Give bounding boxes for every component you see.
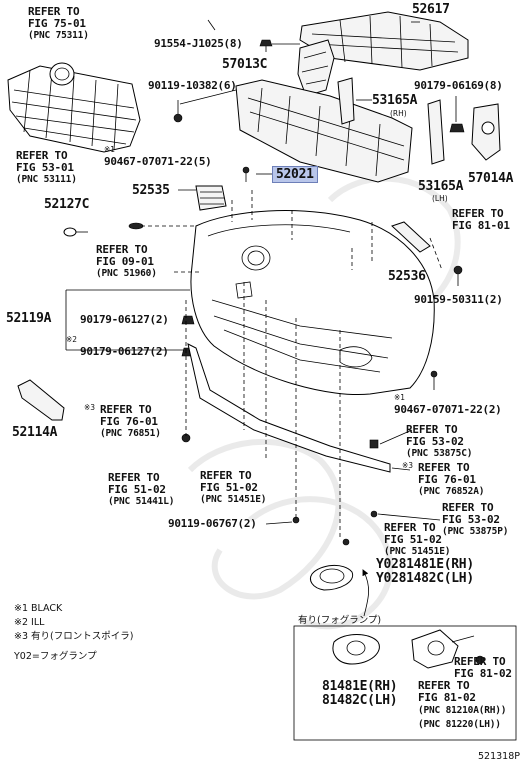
clip-90467-right — [430, 370, 438, 390]
label-53165a-lh: 53165A — [418, 179, 464, 194]
ref-fig-51-02-b: REFER TO FIG 51-02 (PNC 51451E) — [200, 469, 267, 506]
label-57013c: 57013C — [222, 57, 268, 72]
ref-fig-76-01-b: REFER TO FIG 76-01 (PNC 76852A) — [418, 461, 485, 498]
label-52536: 52536 — [388, 269, 426, 284]
fog-box-title: 有り(フォグランプ) — [298, 615, 382, 626]
label-lh: (LH) — [432, 194, 448, 203]
label-52021[interactable]: 52021 — [272, 166, 318, 183]
label-52114a: 52114A — [12, 425, 58, 440]
label-81481e: 81481E(RH) — [322, 679, 398, 694]
ref-fig-09-01: REFER TO FIG 09-01 (PNC 51960) — [96, 243, 157, 280]
diagram-code: 521318P — [478, 751, 520, 762]
mark-3-left: ※3 — [84, 403, 96, 412]
mark-2: ※2 — [66, 335, 78, 344]
label-90179-06169: 90179-06169(8) — [414, 79, 503, 92]
front-spoiler — [187, 343, 391, 473]
ref-fig-81-02-a: REFER TO FIG 81-02 — [454, 655, 512, 680]
arrow-fog — [362, 569, 369, 617]
clip-90467-top — [242, 166, 250, 182]
ref-fig-76-01-a: REFER TO FIG 76-01 (PNC 76851) — [100, 403, 161, 440]
label-90179-06127-a: 90179-06127(2) — [80, 313, 169, 326]
label-y0281481e: Y0281481E(RH) — [376, 557, 474, 572]
ref-fig-53-02-a: REFER TO FIG 53-02 (PNC 53875C) — [406, 423, 473, 460]
fog-lamp-bezel — [332, 634, 380, 665]
nut-90179-top — [449, 123, 465, 133]
fog-lamp-cover — [310, 565, 354, 591]
screw-90159 — [453, 265, 463, 286]
nut-90179-mid1 — [181, 315, 195, 325]
bolt-91554 — [259, 39, 273, 52]
license-plate-bracket-52114a — [17, 379, 65, 421]
ref-fig-53-01: REFER TO FIG 53-01 (PNC 53111) — [16, 149, 77, 186]
leader-90119 — [179, 89, 237, 105]
clip-51960 — [128, 222, 144, 230]
clip-53875c — [369, 439, 379, 449]
label-90467-right: 90467-07071-22(2) — [394, 403, 502, 416]
label-y0281482c: Y0281482C(LH) — [376, 571, 474, 586]
legend-fog: Y02=フォグランプ — [14, 651, 97, 662]
radiator-grille — [7, 65, 141, 153]
clip-53875p — [370, 510, 378, 518]
label-52617: 52617 — [412, 2, 450, 17]
ref-fig-51-02-a: REFER TO FIG 51-02 (PNC 51441L) — [108, 471, 175, 508]
label-57014a: 57014A — [468, 171, 514, 186]
bracket-52536 — [391, 221, 431, 253]
label-52535: 52535 — [132, 183, 170, 198]
label-90159: 90159-50311(2) — [414, 293, 503, 306]
emblem — [49, 62, 75, 86]
mark-1-top: ※1 — [104, 145, 116, 154]
cap-52127c — [63, 227, 88, 237]
label-90467-top: 90467-07071-22(5) — [104, 155, 212, 168]
label-81482c: 81482C(LH) — [322, 693, 398, 708]
ref-fig-53-02-b: REFER TO FIG 53-02 (PNC 53875P) — [442, 501, 509, 538]
assembly-lines — [142, 190, 443, 540]
label-52127c: 52127C — [44, 197, 90, 212]
clip-90119-top — [173, 100, 183, 123]
label-90179-06127-b: 90179-06127(2) — [80, 345, 169, 358]
bracket-53165a-rh — [337, 77, 355, 125]
bracket-57014a — [471, 103, 501, 161]
fog-lamp-unit — [411, 629, 459, 669]
mark-3-right: ※3 — [402, 461, 414, 470]
bracket-53165a-lh — [427, 99, 445, 165]
ref-fig-75-01: REFER TO FIG 75-01 (PNC 75311) — [28, 5, 89, 42]
label-rh: (RH) — [390, 109, 407, 118]
fog-lamp-bulb — [475, 655, 485, 665]
label-52119a: 52119A — [6, 311, 52, 326]
bumper-cover-52119a — [190, 210, 435, 396]
mark-1-right: ※1 — [394, 393, 406, 402]
ref-fig-81-02-b: REFER TO FIG 81-02 (PNC 81210A(RH)) (PNC… — [418, 679, 507, 731]
label-90119-10382: 90119-10382(6) — [148, 79, 237, 92]
legend-ill: ※2 ILL — [14, 617, 45, 628]
clip-51451e — [342, 538, 350, 546]
bumper-reinforcement-52021 — [235, 79, 413, 183]
label-53165a-rh: 53165A — [372, 93, 418, 108]
label-91554: 91554-J1025(8) — [154, 37, 243, 50]
fog-lamp-box — [293, 625, 517, 741]
legend-spoiler: ※3 有り(フロントスポイラ) — [14, 631, 134, 642]
brace-52119a — [65, 289, 190, 351]
legend-black: ※1 BLACK — [14, 603, 63, 614]
label-90119-06767: 90119-06767(2) — [168, 517, 257, 530]
ref-fig-81-01: REFER TO FIG 81-01 — [452, 207, 510, 232]
ref-fig-51-02-c: REFER TO FIG 51-02 (PNC 51451E) — [384, 521, 451, 558]
bracket-57013c — [297, 39, 335, 97]
bracket-52535 — [195, 185, 227, 211]
leader-misc — [207, 19, 216, 31]
